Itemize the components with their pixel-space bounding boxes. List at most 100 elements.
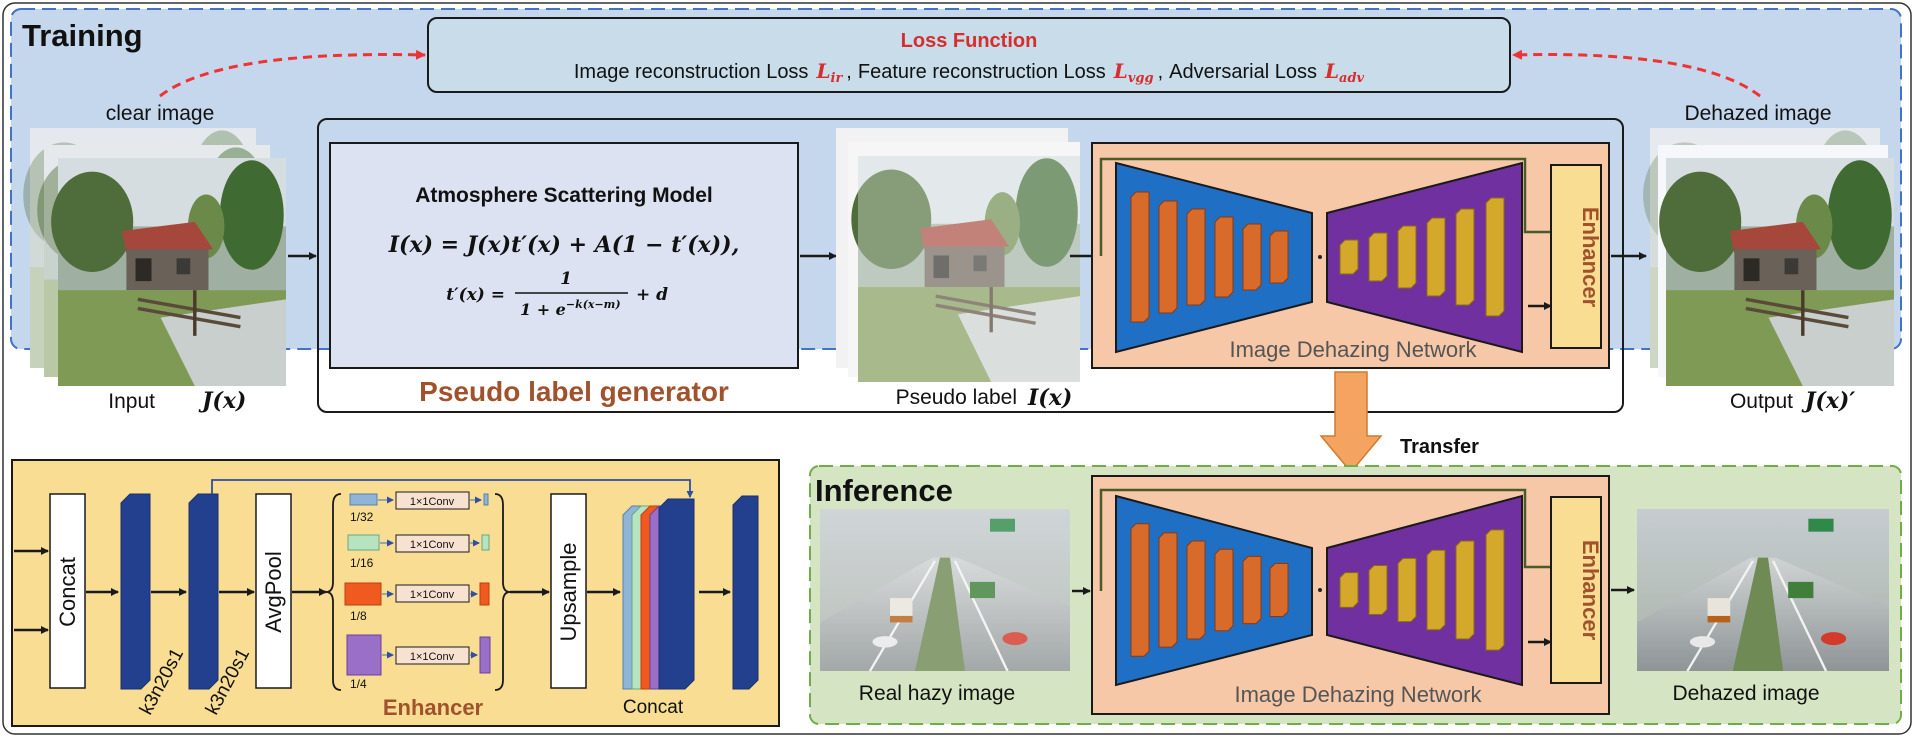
skip-arrow-enhancer bbox=[211, 479, 694, 498]
enhancer-box bbox=[1550, 496, 1602, 684]
loss-terms: Image reconstruction Loss Lir, Feature rec… bbox=[574, 59, 1365, 86]
conv1-block bbox=[120, 493, 151, 690]
pyramid-row-2 bbox=[347, 534, 490, 553]
loss-adv-label: Adversarial Loss bbox=[1169, 61, 1317, 83]
scale-label-4: 1/4 bbox=[350, 677, 367, 691]
avgpool-label: AvgPool bbox=[261, 551, 286, 633]
loss-function-title: Loss Function bbox=[901, 30, 1038, 52]
real-hazy-image bbox=[818, 507, 1072, 673]
encoder-block bbox=[1186, 208, 1206, 306]
bottleneck-dot bbox=[1318, 255, 1322, 259]
encoder-block bbox=[1269, 230, 1289, 284]
concat-stack bbox=[622, 498, 695, 690]
pseudo-label-text: Pseudo label bbox=[896, 386, 1017, 409]
asm-eq2-tail: + d bbox=[636, 285, 668, 305]
pyramid-row-4 bbox=[346, 634, 491, 676]
dehazed-label-train: Dehazed image bbox=[1684, 102, 1831, 125]
loss-arrow-left bbox=[159, 49, 426, 98]
decoder-block bbox=[1339, 572, 1359, 608]
output-image-stack bbox=[1641, 126, 1896, 388]
enhancer-label-infer: Enhancer bbox=[1578, 540, 1603, 641]
dehazed-label-infer: Dehazed image bbox=[1672, 682, 1819, 705]
loss-ir-sub: ir bbox=[831, 71, 844, 86]
enhancer-detail-title: Enhancer bbox=[383, 695, 484, 720]
encoder-block bbox=[1242, 555, 1262, 625]
pseudo-label-symbol: I(x) bbox=[1027, 385, 1072, 411]
pyramid-row-3 bbox=[344, 582, 490, 606]
avgpool-block bbox=[255, 493, 292, 689]
final-conv-block bbox=[732, 495, 759, 690]
skip-path bbox=[1099, 157, 1550, 256]
concat-block-left bbox=[49, 493, 86, 689]
dehazed-inference-image bbox=[1635, 507, 1891, 673]
encoder-block bbox=[1214, 216, 1234, 298]
decoder-block bbox=[1339, 239, 1359, 275]
upsample-label: Upsample bbox=[556, 542, 581, 641]
loss-function-box bbox=[427, 17, 1511, 93]
encoder-block bbox=[1158, 532, 1178, 648]
loss-arrow-right bbox=[1512, 49, 1761, 98]
conv-box-label-3: 1×1Conv bbox=[410, 589, 455, 601]
bottleneck-dot bbox=[1318, 588, 1322, 592]
encoder-block bbox=[1186, 540, 1206, 640]
training-title: Training bbox=[22, 18, 143, 53]
asm-equation-1: I(x) = J(x)t′(x) + A(1 − t′(x)), bbox=[388, 232, 739, 258]
enhancer-label-train: Enhancer bbox=[1578, 207, 1603, 308]
network-label-train: Image Dehazing Network bbox=[1229, 337, 1477, 362]
concat-label-left: Concat bbox=[55, 557, 80, 627]
conv2-block bbox=[188, 493, 219, 690]
asm-box bbox=[329, 142, 799, 369]
loss-adv-symbol: L bbox=[1324, 59, 1339, 83]
asm-title: Atmosphere Scattering Model bbox=[415, 184, 713, 207]
decoder-block bbox=[1485, 529, 1505, 651]
encoder-block bbox=[1214, 548, 1234, 632]
input-symbol: J(x) bbox=[198, 388, 246, 414]
output-symbol: J(x)′ bbox=[1801, 388, 1855, 414]
pyramid-row-1 bbox=[349, 491, 489, 510]
loss-ir-symbol: L bbox=[815, 59, 830, 83]
loss-adv-sub: adv bbox=[1339, 71, 1365, 86]
transfer-label: Transfer bbox=[1400, 436, 1479, 458]
loss-vgg-sub: vgg bbox=[1128, 71, 1154, 86]
network-label-infer: Image Dehazing Network bbox=[1234, 682, 1482, 707]
conv-box-label-2: 1×1Conv bbox=[410, 539, 455, 551]
decoder-block bbox=[1426, 217, 1446, 297]
inference-network-blocks bbox=[1130, 523, 1505, 657]
input-image-stack bbox=[21, 126, 288, 388]
decoder-block bbox=[1426, 549, 1446, 631]
output-label: Output bbox=[1730, 390, 1793, 413]
encoder-block bbox=[1269, 562, 1289, 618]
scale-label-3: 1/8 bbox=[350, 609, 367, 623]
enhancer-box bbox=[1550, 164, 1602, 349]
real-hazy-label: Real hazy image bbox=[859, 682, 1015, 705]
decoder-block bbox=[1455, 208, 1475, 306]
encoder-block bbox=[1130, 523, 1150, 657]
encoder-block bbox=[1242, 223, 1262, 291]
decoder-block bbox=[1455, 540, 1475, 640]
pseudo-generator-label: Pseudo label generator bbox=[419, 376, 729, 407]
clear-image-label: clear image bbox=[106, 102, 215, 125]
training-network-blocks bbox=[1130, 191, 1505, 323]
loss-vgg-symbol: L bbox=[1113, 59, 1128, 83]
conv-box-label-4: 1×1Conv bbox=[410, 651, 455, 663]
asm-eq2-denominator: 1 + e−k(x−m) bbox=[520, 298, 621, 319]
pseudo-image-stack bbox=[836, 128, 1082, 384]
asm-eq2-numerator: 1 bbox=[560, 269, 572, 289]
inference-title: Inference bbox=[815, 473, 953, 508]
conv-box-label-1: 1×1Conv bbox=[410, 496, 455, 508]
loss-sep-2: , bbox=[1158, 61, 1164, 83]
decoder-block bbox=[1368, 232, 1388, 282]
decoder-block bbox=[1368, 565, 1388, 615]
pyramid-brace-left bbox=[325, 493, 342, 691]
encoder-block bbox=[1158, 200, 1178, 314]
input-label: Input bbox=[108, 390, 155, 413]
transfer-arrow bbox=[1319, 371, 1383, 474]
loss-vgg-label: Feature reconstruction Loss bbox=[858, 61, 1106, 83]
concat-label-right: Concat bbox=[623, 697, 684, 718]
loss-sep-1: , bbox=[846, 61, 852, 83]
skip-path bbox=[1099, 488, 1550, 591]
loss-ir-label: Image reconstruction Loss bbox=[574, 61, 809, 83]
encoder-block bbox=[1130, 191, 1150, 323]
